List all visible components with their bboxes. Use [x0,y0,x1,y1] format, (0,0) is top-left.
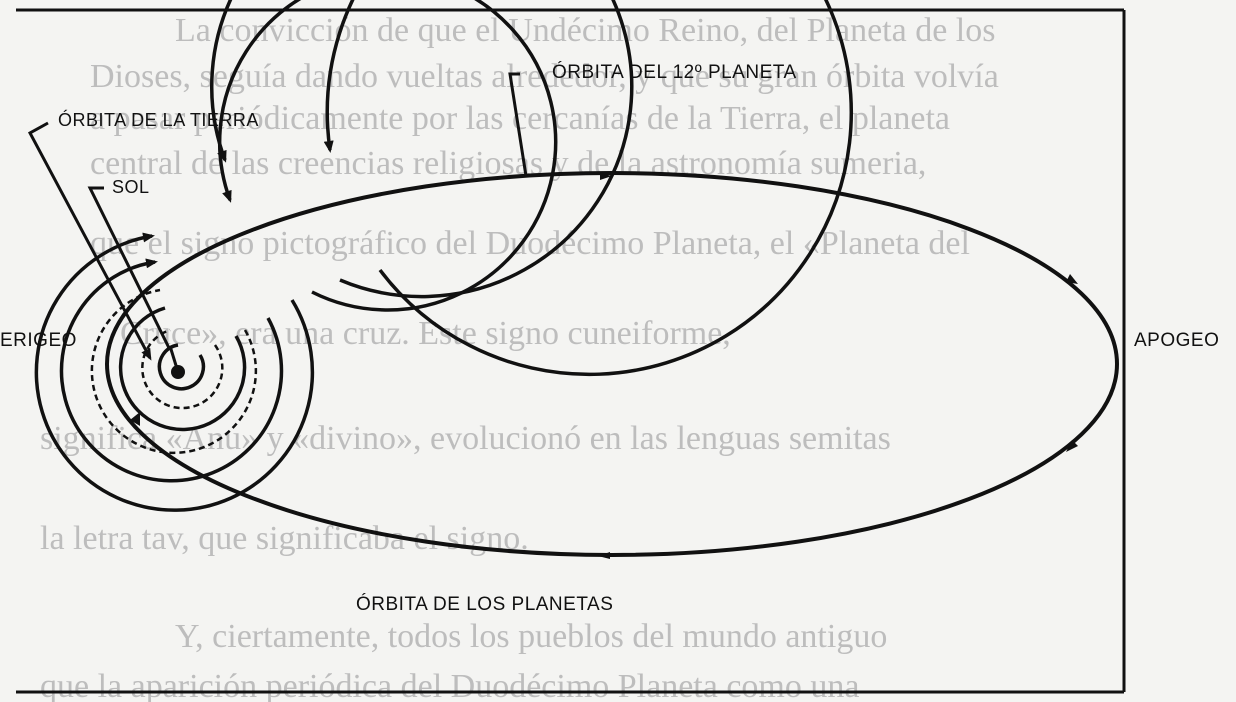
orbit-direction-arrow [600,173,612,180]
orbit-direction-arrow [1066,440,1078,452]
bg-text-line: que la aparición periódica del Duodécimo… [40,668,860,702]
bg-text-line: significa «Anu» y «divino», evolucionó e… [40,420,891,457]
planets-orbit-label: ÓRBITA DE LOS PLANETAS [356,594,614,615]
orbit-arc-4 [90,288,258,455]
orbit-arc-1 [157,343,206,391]
planetary-orbits [34,0,854,512]
twelfth-orbit-pointer [508,72,528,177]
apogee-label: APOGEO [1134,330,1220,351]
orbit-arc-8 [210,0,634,299]
twelfth-planet-orbit [105,171,1119,557]
perigee-label: ERIGEO [0,330,77,351]
twelfth-planet-orbit-label: ÓRBITA DEL 12º PLANETA [552,62,797,83]
bg-text-line: la letra tav, que significaba el signo. [40,520,529,557]
earth-orbit-label: ÓRBITA DE LA TIERRA [58,110,259,130]
orbit-direction-arrow [130,412,140,426]
sun-marker [168,345,180,373]
orbit-arc-3 [118,306,247,432]
earth-orbit-pointer [27,121,152,361]
bg-text-line: Cruce», era una cruz. Este signo cuneifo… [120,315,731,352]
bg-text-line: Y, ciertamente, todos los pueblos del mu… [175,618,888,655]
orbit-direction-arrow [1066,274,1078,284]
orbit-arc-6 [34,232,315,512]
bg-text-line: La convicción de que el Undécimo Reino, … [175,12,996,49]
sun-pointer [87,186,172,351]
orbit-arc-9 [323,0,854,377]
orbit-arc-7 [217,0,558,312]
sun-label: SOL [112,177,150,197]
orbit-direction-arrow [598,552,610,559]
orbit-arc-5 [59,258,284,483]
